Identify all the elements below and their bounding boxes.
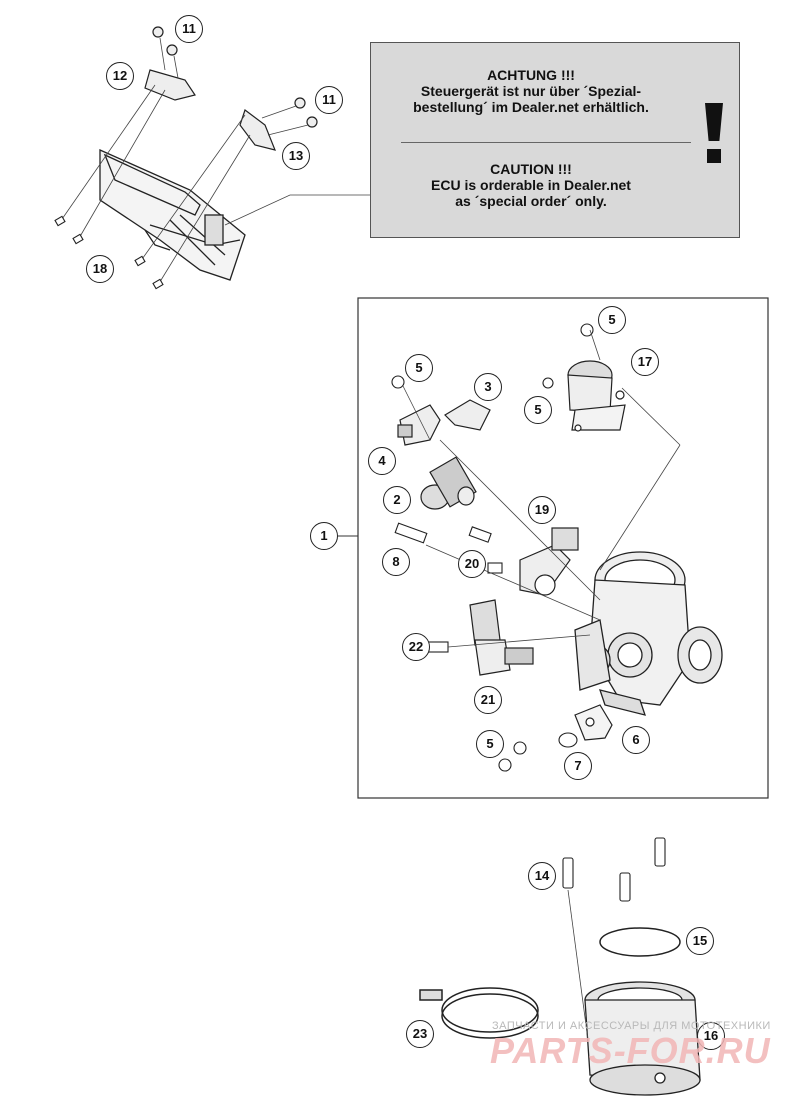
note-de-line2: bestellung´ im Dealer.net erhältlich. bbox=[413, 99, 649, 115]
throttle-body-frame bbox=[357, 297, 769, 799]
note-divider bbox=[401, 142, 691, 143]
callout-6: 6 bbox=[622, 726, 650, 754]
note-de-line1: Steuergerät ist nur über ´Spezial- bbox=[420, 83, 642, 99]
note-en-line2: as ´special order´ only. bbox=[455, 193, 607, 209]
note-de-title: ACHTUNG !!! bbox=[487, 67, 575, 83]
callout-14: 14 bbox=[528, 862, 556, 890]
injector-4 bbox=[397, 404, 441, 446]
intake-manifold-16 bbox=[584, 981, 701, 1096]
sensor-19 bbox=[519, 527, 579, 596]
caution-note-box: ACHTUNG !!! Steuergerät ist nur über ´Sp… bbox=[370, 42, 740, 238]
callout-12: 12 bbox=[106, 62, 134, 90]
callout-22: 22 bbox=[402, 633, 430, 661]
callout-11: 11 bbox=[175, 15, 203, 43]
clip-3 bbox=[444, 399, 491, 431]
callout-16: 16 bbox=[697, 1022, 725, 1050]
watermark-tagline: ЗАПЧАСТИ И АКСЕССУАРЫ ДЛЯ МОТОТЕХНИКИ bbox=[492, 1020, 771, 1032]
ecu-screws bbox=[54, 215, 164, 290]
callout-21: 21 bbox=[474, 686, 502, 714]
callout-5-actuator: 5 bbox=[524, 396, 552, 424]
callout-7: 7 bbox=[564, 752, 592, 780]
idle-actuator-17 bbox=[567, 360, 626, 432]
screw-14-leader bbox=[567, 889, 589, 1041]
throttle-body bbox=[574, 551, 723, 716]
callout-17: 17 bbox=[631, 348, 659, 376]
callout-2: 2 bbox=[383, 486, 411, 514]
manifold-screws-14 bbox=[562, 837, 666, 902]
callout-3: 3 bbox=[474, 373, 502, 401]
ecu-leader-lines bbox=[59, 37, 370, 286]
o-ring-15 bbox=[599, 927, 681, 957]
note-en-line1: ECU is orderable in Dealer.net bbox=[431, 177, 631, 193]
callout-5-bottom: 5 bbox=[476, 730, 504, 758]
clamp-23 bbox=[419, 987, 539, 1039]
exclamation-icon bbox=[705, 103, 723, 165]
callout-5-injector: 5 bbox=[405, 354, 433, 382]
note-en-title: CAUTION !!! bbox=[490, 161, 572, 177]
gasket-6 bbox=[574, 704, 613, 741]
ecu-bracket-12 bbox=[144, 26, 196, 101]
watermark-logo: PARTS-FOR.RU bbox=[490, 1030, 771, 1071]
callout-15: 15 bbox=[686, 927, 714, 955]
throttle-leader-lines bbox=[402, 329, 681, 648]
small-bolts bbox=[391, 323, 594, 772]
callout-13: 13 bbox=[282, 142, 310, 170]
callout-18: 18 bbox=[86, 255, 114, 283]
ecu-unit bbox=[99, 148, 246, 281]
injector-2 bbox=[420, 456, 477, 510]
callout-20: 20 bbox=[458, 550, 486, 578]
callout-11-second: 11 bbox=[315, 86, 343, 114]
callout-1: 1 bbox=[310, 522, 338, 550]
callout-8: 8 bbox=[382, 548, 410, 576]
callout-23: 23 bbox=[406, 1020, 434, 1048]
callout-19: 19 bbox=[528, 496, 556, 524]
callout-5-top: 5 bbox=[598, 306, 626, 334]
ecu-bracket-13 bbox=[239, 97, 318, 151]
callout-4: 4 bbox=[368, 447, 396, 475]
sensor-21 bbox=[469, 599, 534, 676]
